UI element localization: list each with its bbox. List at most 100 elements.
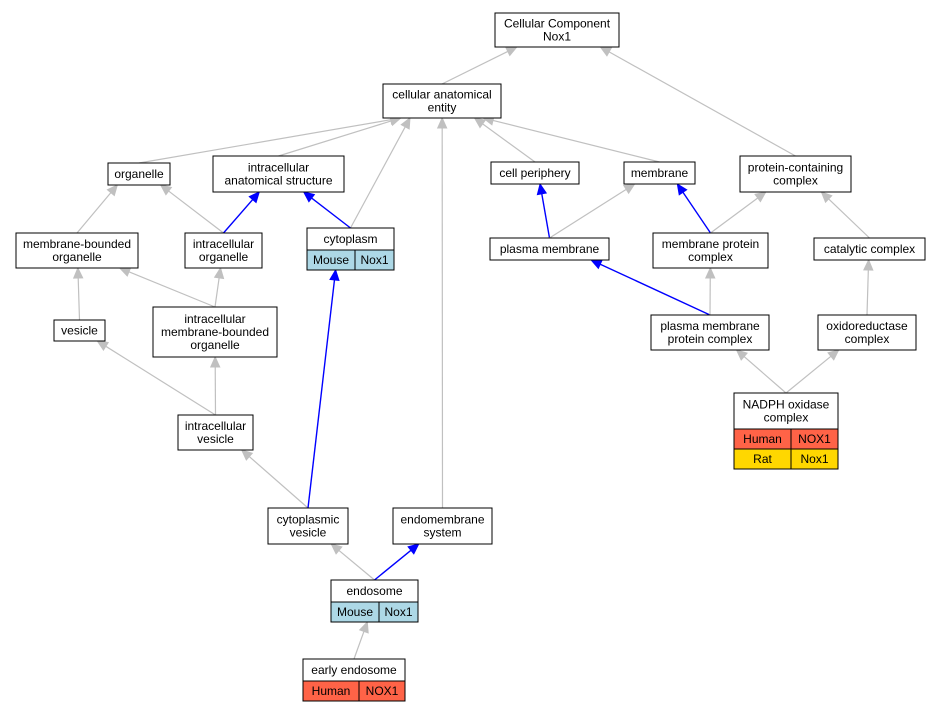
- edge-line: [105, 345, 216, 416]
- edge-line: [374, 549, 412, 581]
- node-label: complex: [845, 332, 890, 346]
- node-box: [652, 232, 769, 269]
- node-plasma-membrane[interactable]: plasma membrane: [489, 237, 610, 261]
- gene-label: Nox1: [360, 253, 388, 267]
- node-label: membrane: [631, 166, 689, 180]
- node-cell-periphery[interactable]: cell periphery: [490, 161, 580, 185]
- node-label: intracellular: [193, 237, 254, 251]
- edge-cellular-anatomical-entity-to-cellular-component: [441, 46, 518, 85]
- edge-line: [307, 279, 336, 509]
- node-membrane[interactable]: membrane: [623, 161, 696, 185]
- edge-arrowhead: [240, 449, 254, 461]
- edge-arrowhead: [704, 266, 716, 279]
- edge-intracellular-organelle-to-intracellular-anatomical-structure: [222, 191, 261, 234]
- edge-line: [77, 277, 81, 321]
- node-catalytic-complex[interactable]: catalytic complex: [813, 237, 926, 261]
- gene-label: Nox1: [800, 452, 828, 466]
- node-label: complex: [773, 174, 818, 188]
- edge-line: [785, 355, 832, 394]
- node-vesicle[interactable]: vesicle: [53, 319, 106, 342]
- edge-cytoplasmic-vesicle-to-cytoplasm: [307, 268, 340, 509]
- edge-arrowhead: [863, 258, 874, 271]
- edge-arrowhead: [329, 268, 340, 282]
- node-box: [739, 155, 852, 193]
- edge-line: [549, 188, 627, 239]
- edge-arrowhead: [118, 267, 132, 277]
- edge-line: [599, 263, 711, 316]
- edge-cytoplasm-to-cellular-anatomical-entity: [349, 116, 411, 229]
- node-label: complex: [688, 250, 733, 264]
- node-label: vesicle: [290, 526, 327, 540]
- annotation-row: Human NOX1: [733, 428, 839, 450]
- gene-label: NOX1: [366, 684, 399, 698]
- node-label: early endosome: [311, 663, 397, 677]
- edge-line: [608, 51, 796, 157]
- node-label: complex: [764, 411, 809, 425]
- edge-line: [338, 549, 375, 581]
- node-box: [392, 507, 493, 545]
- node-label: cytoplasm: [323, 232, 377, 246]
- edge-arrowhead: [599, 46, 613, 57]
- node-label: catalytic complex: [824, 242, 915, 256]
- node-box: [267, 507, 349, 545]
- edge-arrowhead: [505, 46, 518, 57]
- edge-arrowhead: [827, 349, 840, 361]
- edge-arrowhead: [248, 191, 261, 204]
- edge-arrowhead: [302, 191, 316, 203]
- node-label: membrane protein: [662, 237, 759, 251]
- node-box: [53, 319, 106, 342]
- node-box: [650, 314, 770, 351]
- edge-arrowhead: [622, 183, 636, 195]
- edge-line: [743, 356, 787, 394]
- gene-label: NOX1: [798, 432, 831, 446]
- edge-vesicle-to-membrane-bounded-organelle: [72, 266, 84, 321]
- node-label: endomembrane: [400, 513, 484, 527]
- edge-arrowhead: [159, 184, 173, 196]
- edge-nadph-oxidase-complex-to-oxidoreductase-complex: [785, 349, 840, 394]
- edge-arrowhead: [213, 266, 225, 280]
- node-organelle[interactable]: organelle: [107, 162, 171, 186]
- species-label: Human: [743, 432, 782, 446]
- edge-nadph-oxidase-complex-to-plasma-membrane-protein-complex: [735, 349, 787, 394]
- edge-cell-periphery-to-cellular-anatomical-entity: [473, 117, 536, 163]
- edge-catalytic-complex-to-protein-containing-complex: [820, 191, 870, 239]
- node-label: Nox1: [543, 30, 571, 44]
- node-label: intracellular: [185, 419, 246, 433]
- node-label: entity: [428, 101, 457, 115]
- edge-line: [828, 198, 870, 239]
- gene-label: Nox1: [384, 605, 412, 619]
- edge-arrowhead: [735, 349, 748, 361]
- edge-arrowhead: [330, 543, 343, 555]
- edge-line: [128, 271, 216, 308]
- edge-membrane-protein-complex-to-membrane: [676, 182, 712, 234]
- edge-line: [311, 197, 351, 229]
- edge-line: [76, 192, 112, 234]
- edge-plasma-membrane-to-membrane: [549, 183, 636, 239]
- node-label: organelle: [52, 250, 102, 264]
- edge-protein-containing-complex-to-cellular-component: [599, 46, 796, 157]
- edge-arrowhead: [436, 116, 448, 129]
- edge-line: [168, 190, 224, 234]
- node-box: [490, 161, 580, 185]
- edge-arrowhead: [400, 116, 411, 130]
